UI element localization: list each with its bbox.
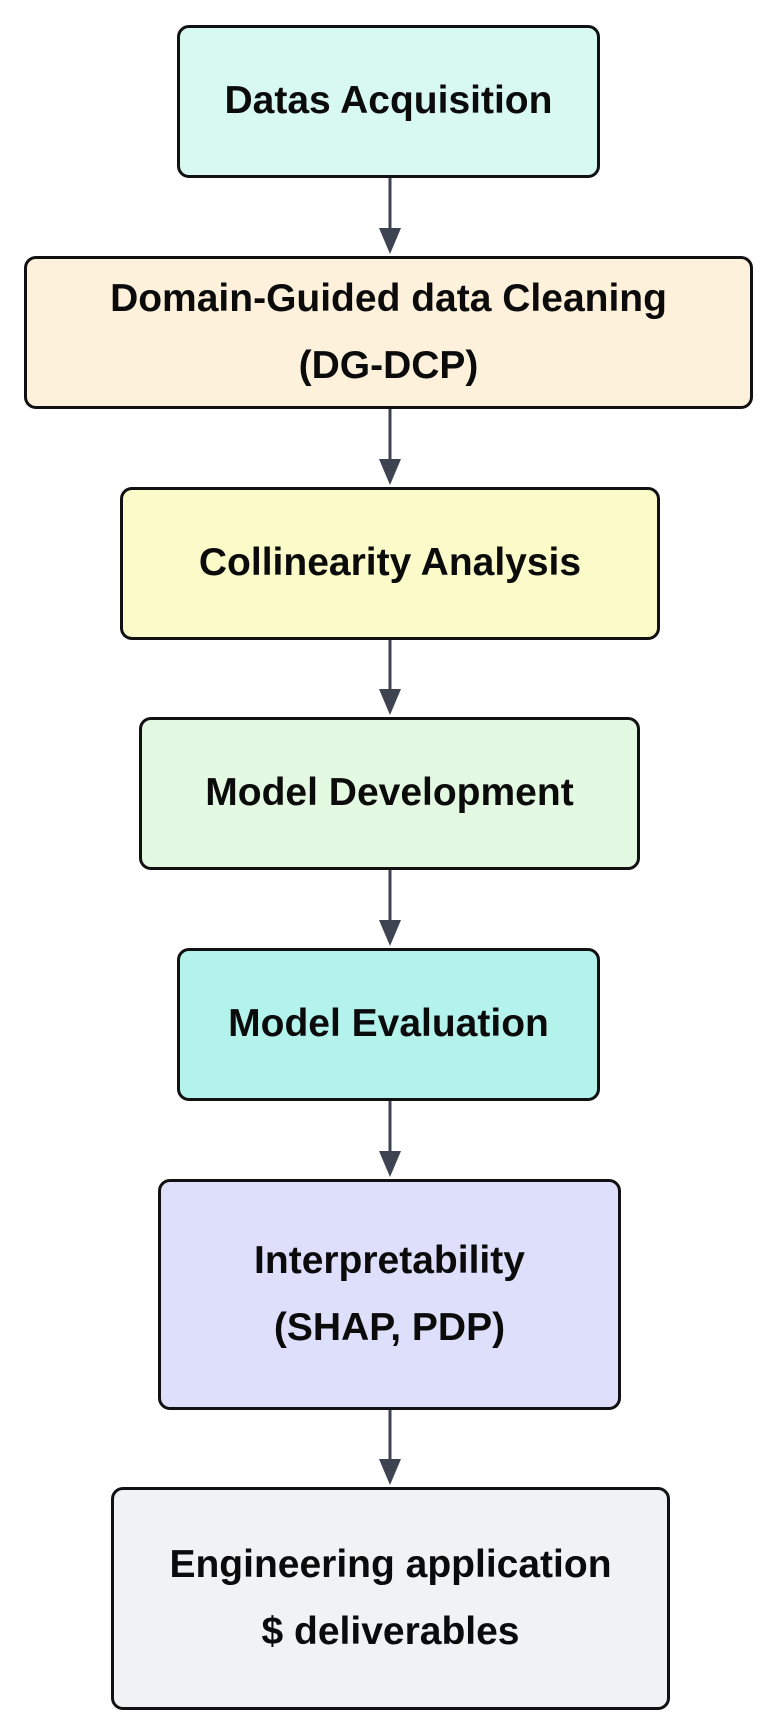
node-label: Engineering application bbox=[169, 1543, 612, 1587]
node-sublabel: (SHAP, PDP) bbox=[273, 1305, 506, 1349]
node-label: Domain-Guided data Cleaning bbox=[110, 277, 667, 321]
node-sublabel: (DG-DCP) bbox=[298, 343, 479, 387]
arrow-head-6 bbox=[379, 1459, 401, 1485]
arrow-head-2 bbox=[379, 459, 401, 485]
node-label: Interpretability bbox=[254, 1239, 525, 1283]
arrow-head-4 bbox=[379, 920, 401, 946]
node-sublabel: $ deliverables bbox=[261, 1609, 520, 1653]
node-model-evaluation: Model Evaluation bbox=[177, 948, 600, 1101]
node-model-development: Model Development bbox=[139, 717, 640, 870]
node-interpretability: Interpretability (SHAP, PDP) bbox=[158, 1179, 621, 1410]
node-engineering-application: Engineering application $ deliverables bbox=[111, 1487, 670, 1710]
node-data-acquisition: Datas Acquisition bbox=[177, 25, 600, 178]
node-label: Model Development bbox=[205, 771, 574, 815]
arrow-head-5 bbox=[379, 1151, 401, 1177]
node-data-cleaning: Domain-Guided data Cleaning (DG-DCP) bbox=[24, 256, 753, 409]
node-label: Datas Acquisition bbox=[224, 79, 553, 123]
arrow-head-3 bbox=[379, 689, 401, 715]
arrow-head-1 bbox=[379, 228, 401, 254]
node-label: Model Evaluation bbox=[228, 1002, 549, 1046]
node-collinearity-analysis: Collinearity Analysis bbox=[120, 487, 660, 640]
node-label: Collinearity Analysis bbox=[198, 541, 582, 585]
